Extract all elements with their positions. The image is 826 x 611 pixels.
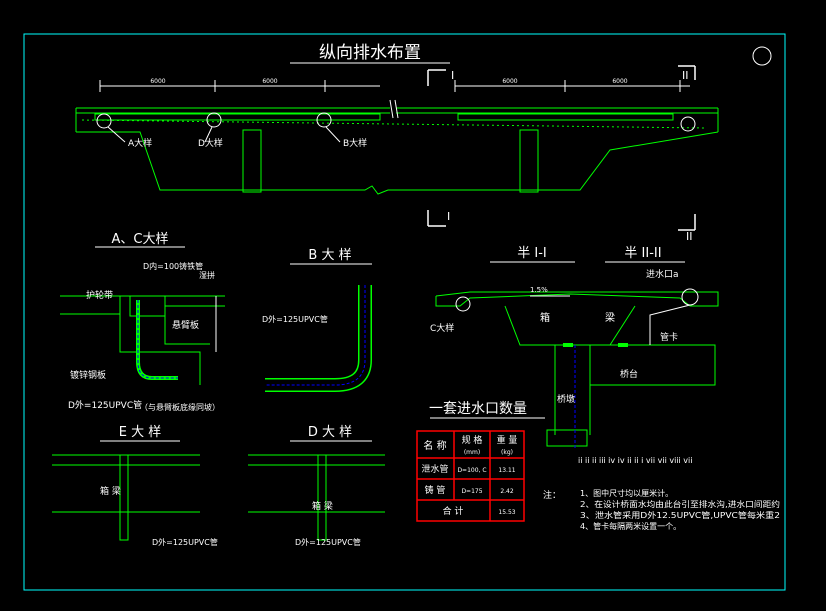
hs-label-5: 管卡 [660, 331, 678, 343]
ac-label-4: 悬臂板 [172, 319, 199, 331]
main-title: 纵向排水布置 [319, 43, 421, 63]
half-title-right: 半 II-II [624, 246, 661, 261]
ac-label-6: D外=125UPVC管 [68, 399, 142, 411]
half-section-drawing [435, 291, 719, 447]
note-4: 4、管卡每隔两米设置一个。 [580, 521, 681, 531]
elev-label-a: A大样 [128, 137, 152, 149]
td-r3-name: 合 计 [443, 505, 464, 517]
detail-b-title: B 大 样 [308, 248, 351, 263]
th-name: 名 称 [423, 439, 446, 452]
th-weight-unit: (kg) [501, 449, 513, 456]
ac-label-2: 护轮带 [86, 289, 113, 301]
quantity-table-grid [416, 430, 525, 522]
dim-2: 6000 [262, 78, 277, 85]
hs-label-1: 进水口a [646, 268, 679, 280]
hs-label-8: 1.5% [530, 286, 548, 294]
section-mark-1: I [451, 69, 454, 82]
d-pipe-label: D外=125UPVC管 [295, 537, 361, 547]
td-r2-weight: 2.42 [500, 488, 514, 495]
e-pipe-label: D外=125UPVC管 [152, 537, 218, 547]
drawing-frame [23, 33, 786, 591]
section-mark-2: II [682, 69, 689, 82]
ac-label-3: 湿拼 [199, 270, 215, 280]
half-title-left: 半 I-I [517, 246, 547, 261]
hs-label-3: 箱 [540, 311, 550, 324]
elev-label-d: D大样 [198, 137, 223, 149]
td-r1-weight: 13.11 [498, 467, 515, 474]
e-box-label: 箱 梁 [100, 485, 121, 497]
notes-label: 注： [543, 489, 561, 501]
section-mark-3: I [447, 210, 450, 223]
hs-baseline-text: ii ii ii iii iv iv ii ii i vii vii viii … [578, 456, 693, 465]
hs-label-6: 桥台 [620, 368, 638, 380]
detail-ac-title: A、C大样 [112, 232, 169, 247]
b-pipe [265, 285, 372, 392]
detail-e-title: E 大 样 [119, 425, 161, 440]
hs-label-2: C大样 [430, 322, 454, 334]
note-2: 2、在设计桥面水均由此台引至排水沟,进水口间距约 [580, 499, 780, 509]
hs-label-4: 梁 [605, 311, 615, 324]
detail-e-drawing [52, 454, 200, 541]
table-title: 一套进水口数量 [429, 401, 527, 417]
th-weight: 重 量 [497, 434, 518, 446]
detail-d-title: D 大 样 [308, 425, 352, 440]
td-r1-spec: D=100, C [457, 467, 486, 474]
elev-label-b: B大样 [343, 137, 367, 149]
th-spec: 规 格 [462, 434, 483, 446]
d-box-label: 箱 梁 [312, 500, 333, 512]
th-spec-unit: (mm) [464, 449, 480, 456]
section-mark-4: II [686, 230, 693, 243]
ac-pipe [136, 300, 178, 380]
note-3: 3、泄水管采用D外12.5UPVC管,UPVC管每米重2 [580, 510, 780, 520]
longitudinal-elevation [75, 99, 719, 195]
ac-label-5: 镀锌钢板 [70, 369, 106, 381]
note-1: 1、图中尺寸均以厘米计。 [580, 488, 673, 498]
td-r2-spec: D=175 [461, 488, 482, 495]
dim-1: 6000 [150, 78, 165, 85]
corner-circle [752, 46, 772, 66]
td-r1-name: 泄水管 [421, 463, 448, 475]
dim-4: 6000 [612, 78, 627, 85]
td-r2-name: 铸 管 [425, 484, 446, 496]
ac-label-7: （与悬臂板底缘同坡） [140, 402, 220, 412]
ac-label-1: D内=100铸铁管 [143, 261, 203, 271]
dim-3: 6000 [502, 78, 517, 85]
hs-label-7: 桥墩 [557, 393, 575, 405]
detail-ac-drawing [60, 295, 225, 385]
detail-d-drawing [248, 454, 385, 541]
dimension-lines [99, 80, 690, 92]
b-pipe-label: D外=125UPVC管 [262, 314, 328, 324]
td-r3-weight: 15.53 [498, 509, 515, 516]
